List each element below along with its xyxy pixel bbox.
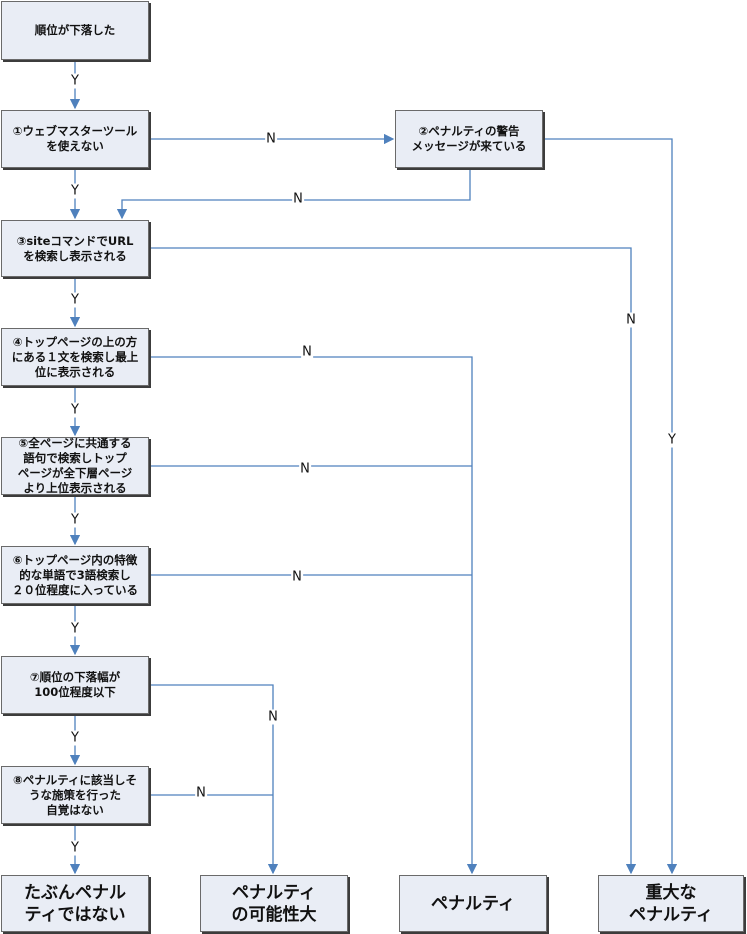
result-severe-penalty: 重大な ペナルティ (598, 875, 744, 932)
result-penalty: ペナルティ (399, 875, 547, 932)
node-start: 順位が下落した (1, 1, 149, 60)
node-q5: ⑤全ページに共通する 語句で検索しトップ ページが全下層ページ より上位表示され… (1, 436, 149, 495)
label-yes: Y (70, 292, 80, 308)
edge-q3-r4 (150, 247, 637, 875)
node-q7: ⑦順位の下落幅が 100位程度以下 (1, 656, 149, 714)
node-q6: ⑥トップページ内の特徴 的な単語で3語検索し ２０位程度に入っている (1, 546, 149, 604)
node-q8: ⑧ペナルティに該当しそ うな施策を行った 自覚はない (1, 766, 149, 824)
result-likely-penalty: ペナルティ の可能性大 (200, 875, 348, 932)
label-yes: Y (70, 512, 80, 528)
label-yes: Y (70, 840, 80, 856)
label-yes: Y (667, 432, 677, 448)
label-no: N (291, 569, 303, 585)
label-no: N (299, 461, 311, 477)
edge-q4-r3 (150, 356, 478, 875)
label-yes: Y (70, 621, 80, 637)
edge-q2-r4 (544, 138, 678, 875)
label-no: N (267, 709, 279, 725)
node-q3: ③siteコマンドでURL を検索し表示される (1, 220, 149, 277)
label-no: N (292, 191, 304, 207)
node-q2: ②ペナルティの警告 メッセージが来ている (395, 110, 543, 168)
label-no: N (301, 344, 313, 360)
node-q4: ④トップページの上の方 にある１文を検索し最上 位に表示される (1, 328, 149, 386)
node-q1: ①ウェブマスターツール を使えない (1, 110, 149, 168)
label-no: N (265, 131, 277, 147)
label-yes: Y (70, 730, 80, 746)
label-yes: Y (70, 183, 80, 199)
label-yes: Y (70, 402, 80, 418)
label-no: N (625, 312, 637, 328)
label-no: N (195, 785, 207, 801)
label-yes: Y (70, 73, 80, 89)
result-not-penalty: たぶんペナル ティではない (1, 875, 149, 932)
edge-q7-r2 (150, 684, 279, 875)
